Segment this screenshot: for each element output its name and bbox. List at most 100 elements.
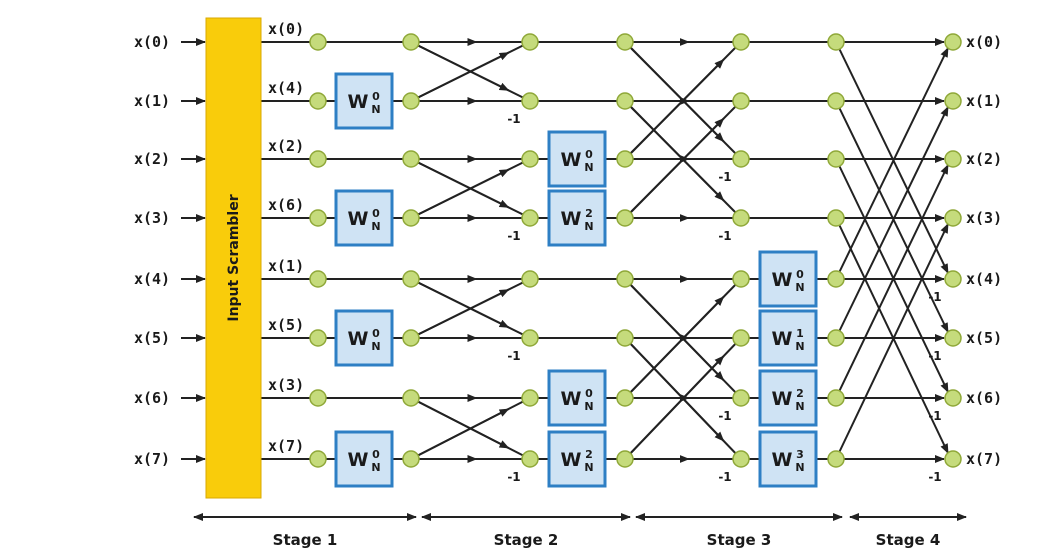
twiddle-s1-row5-sub: N (371, 340, 380, 353)
scrambled-label-6: x(3) (268, 376, 304, 394)
twiddle-s2-row6-base: W (561, 388, 582, 410)
twiddle-s1-row5-exp: 0 (372, 327, 380, 340)
stage-label-3: Stage 3 (707, 531, 772, 549)
scrambler-label: Input Scrambler (226, 194, 242, 321)
node-s1a-6 (309, 389, 327, 407)
twiddle-s3-row6-box (758, 369, 818, 427)
s4-cross-down-3 (835, 217, 949, 454)
node-out-6 (944, 389, 962, 407)
twiddle-s2-row2-sub: N (584, 161, 593, 174)
s4-cross-down-1 (835, 100, 949, 333)
node-s3a-4 (732, 270, 750, 288)
input-label-6: x(6) (134, 389, 170, 407)
input-label-7: x(7) (134, 450, 170, 468)
twiddle-s1-row3-box (334, 189, 394, 247)
twiddle-s2-row7-base: W (561, 449, 582, 471)
output-label-6: x(6) (966, 389, 1002, 407)
scrambled-label-4: x(1) (268, 257, 304, 275)
node-s1a-1 (309, 92, 327, 110)
s3-neg-7: -1 (718, 470, 731, 484)
output-label-3: x(3) (966, 209, 1002, 227)
twiddle-s1-row5-box (334, 309, 394, 367)
s4-cross-down-0 (835, 41, 949, 274)
s3-neg-6: -1 (718, 409, 731, 423)
twiddle-s1-row1-box (334, 72, 394, 130)
node-s3b-3 (827, 209, 845, 227)
twiddle-s2-row7-exp: 2 (585, 448, 593, 461)
node-out-3 (944, 209, 962, 227)
nodes (309, 33, 962, 468)
node-s2a-7 (521, 450, 539, 468)
node-out-4 (944, 270, 962, 288)
input-label-5: x(5) (134, 329, 170, 347)
node-s1b-0 (402, 33, 420, 51)
twiddle-s1-row7-sub: N (371, 461, 380, 474)
s2-cross-down-3-arrow (410, 397, 510, 449)
twiddle-s2-row6-box (547, 369, 607, 427)
s4-cross-up-0 (835, 47, 949, 280)
node-s1b-6 (402, 389, 420, 407)
s2-cross-down-2-arrow (410, 278, 510, 329)
labels: x(0)x(1)x(2)x(3)x(4)x(5)x(6)x(7)x(0)x(4)… (134, 20, 1002, 484)
stage-label-4: Stage 4 (876, 531, 941, 549)
node-s3a-7 (732, 450, 750, 468)
node-s3b-7 (827, 450, 845, 468)
node-s3b-6 (827, 389, 845, 407)
input-label-3: x(3) (134, 209, 170, 227)
node-s2a-3 (521, 209, 539, 227)
s4-cross-down-2 (835, 158, 949, 393)
scrambled-label-5: x(5) (268, 316, 304, 334)
input-label-0: x(0) (134, 33, 170, 51)
node-s3a-3 (732, 209, 750, 227)
s2-neg-1: -1 (507, 112, 520, 126)
s3-cross-down-2-arrow (624, 278, 725, 381)
node-out-2 (944, 150, 962, 168)
node-s3a-5 (732, 329, 750, 347)
node-s2a-5 (521, 329, 539, 347)
output-label-5: x(5) (966, 329, 1002, 347)
twiddle-s2-row3-exp: 2 (585, 207, 593, 220)
s3-cross-up-0-arrow (624, 58, 725, 160)
twiddle-s2-row7-box (547, 430, 607, 488)
twiddle-s3-row7-box (758, 430, 818, 488)
node-s1a-3 (309, 209, 327, 227)
output-label-2: x(2) (966, 150, 1002, 168)
output-label-0: x(0) (966, 33, 1002, 51)
node-s1a-2 (309, 150, 327, 168)
twiddle-s3-row4-exp: 0 (796, 268, 804, 281)
twiddle-s3-row4-base: W (772, 269, 793, 291)
twiddle-s1-row5-base: W (348, 328, 369, 350)
s3-neg-2: -1 (718, 170, 731, 184)
output-label-7: x(7) (966, 450, 1002, 468)
twiddle-s3-row4-box (758, 250, 818, 308)
twiddle-s1-row1-base: W (348, 91, 369, 113)
node-out-7 (944, 450, 962, 468)
node-s3b-0 (827, 33, 845, 51)
twiddle-s3-row7-sub: N (795, 461, 804, 474)
node-s2b-6 (616, 389, 634, 407)
node-s2b-5 (616, 329, 634, 347)
twiddle-s2-row3-base: W (561, 208, 582, 230)
s3-cross-down-0-arrow (624, 41, 725, 143)
twiddle-s2-row2-exp: 0 (585, 148, 593, 161)
twiddle-s1-row3-exp: 0 (372, 207, 380, 220)
node-s2b-2 (616, 150, 634, 168)
node-s1b-3 (402, 209, 420, 227)
s4-neg-7: -1 (928, 470, 941, 484)
s2-cross-up-1-arrow (410, 168, 510, 219)
twiddle-s1-row3-sub: N (371, 220, 380, 233)
scrambled-label-1: x(4) (268, 79, 304, 97)
node-out-5 (944, 329, 962, 347)
twiddle-s3-row7-base: W (772, 449, 793, 471)
node-s3a-6 (732, 389, 750, 407)
node-s1b-1 (402, 92, 420, 110)
twiddle-s1-row7-base: W (348, 449, 369, 471)
twiddle-s3-row5-sub: N (795, 340, 804, 353)
node-s1b-4 (402, 270, 420, 288)
twiddle-s1-row7-box (334, 430, 394, 488)
